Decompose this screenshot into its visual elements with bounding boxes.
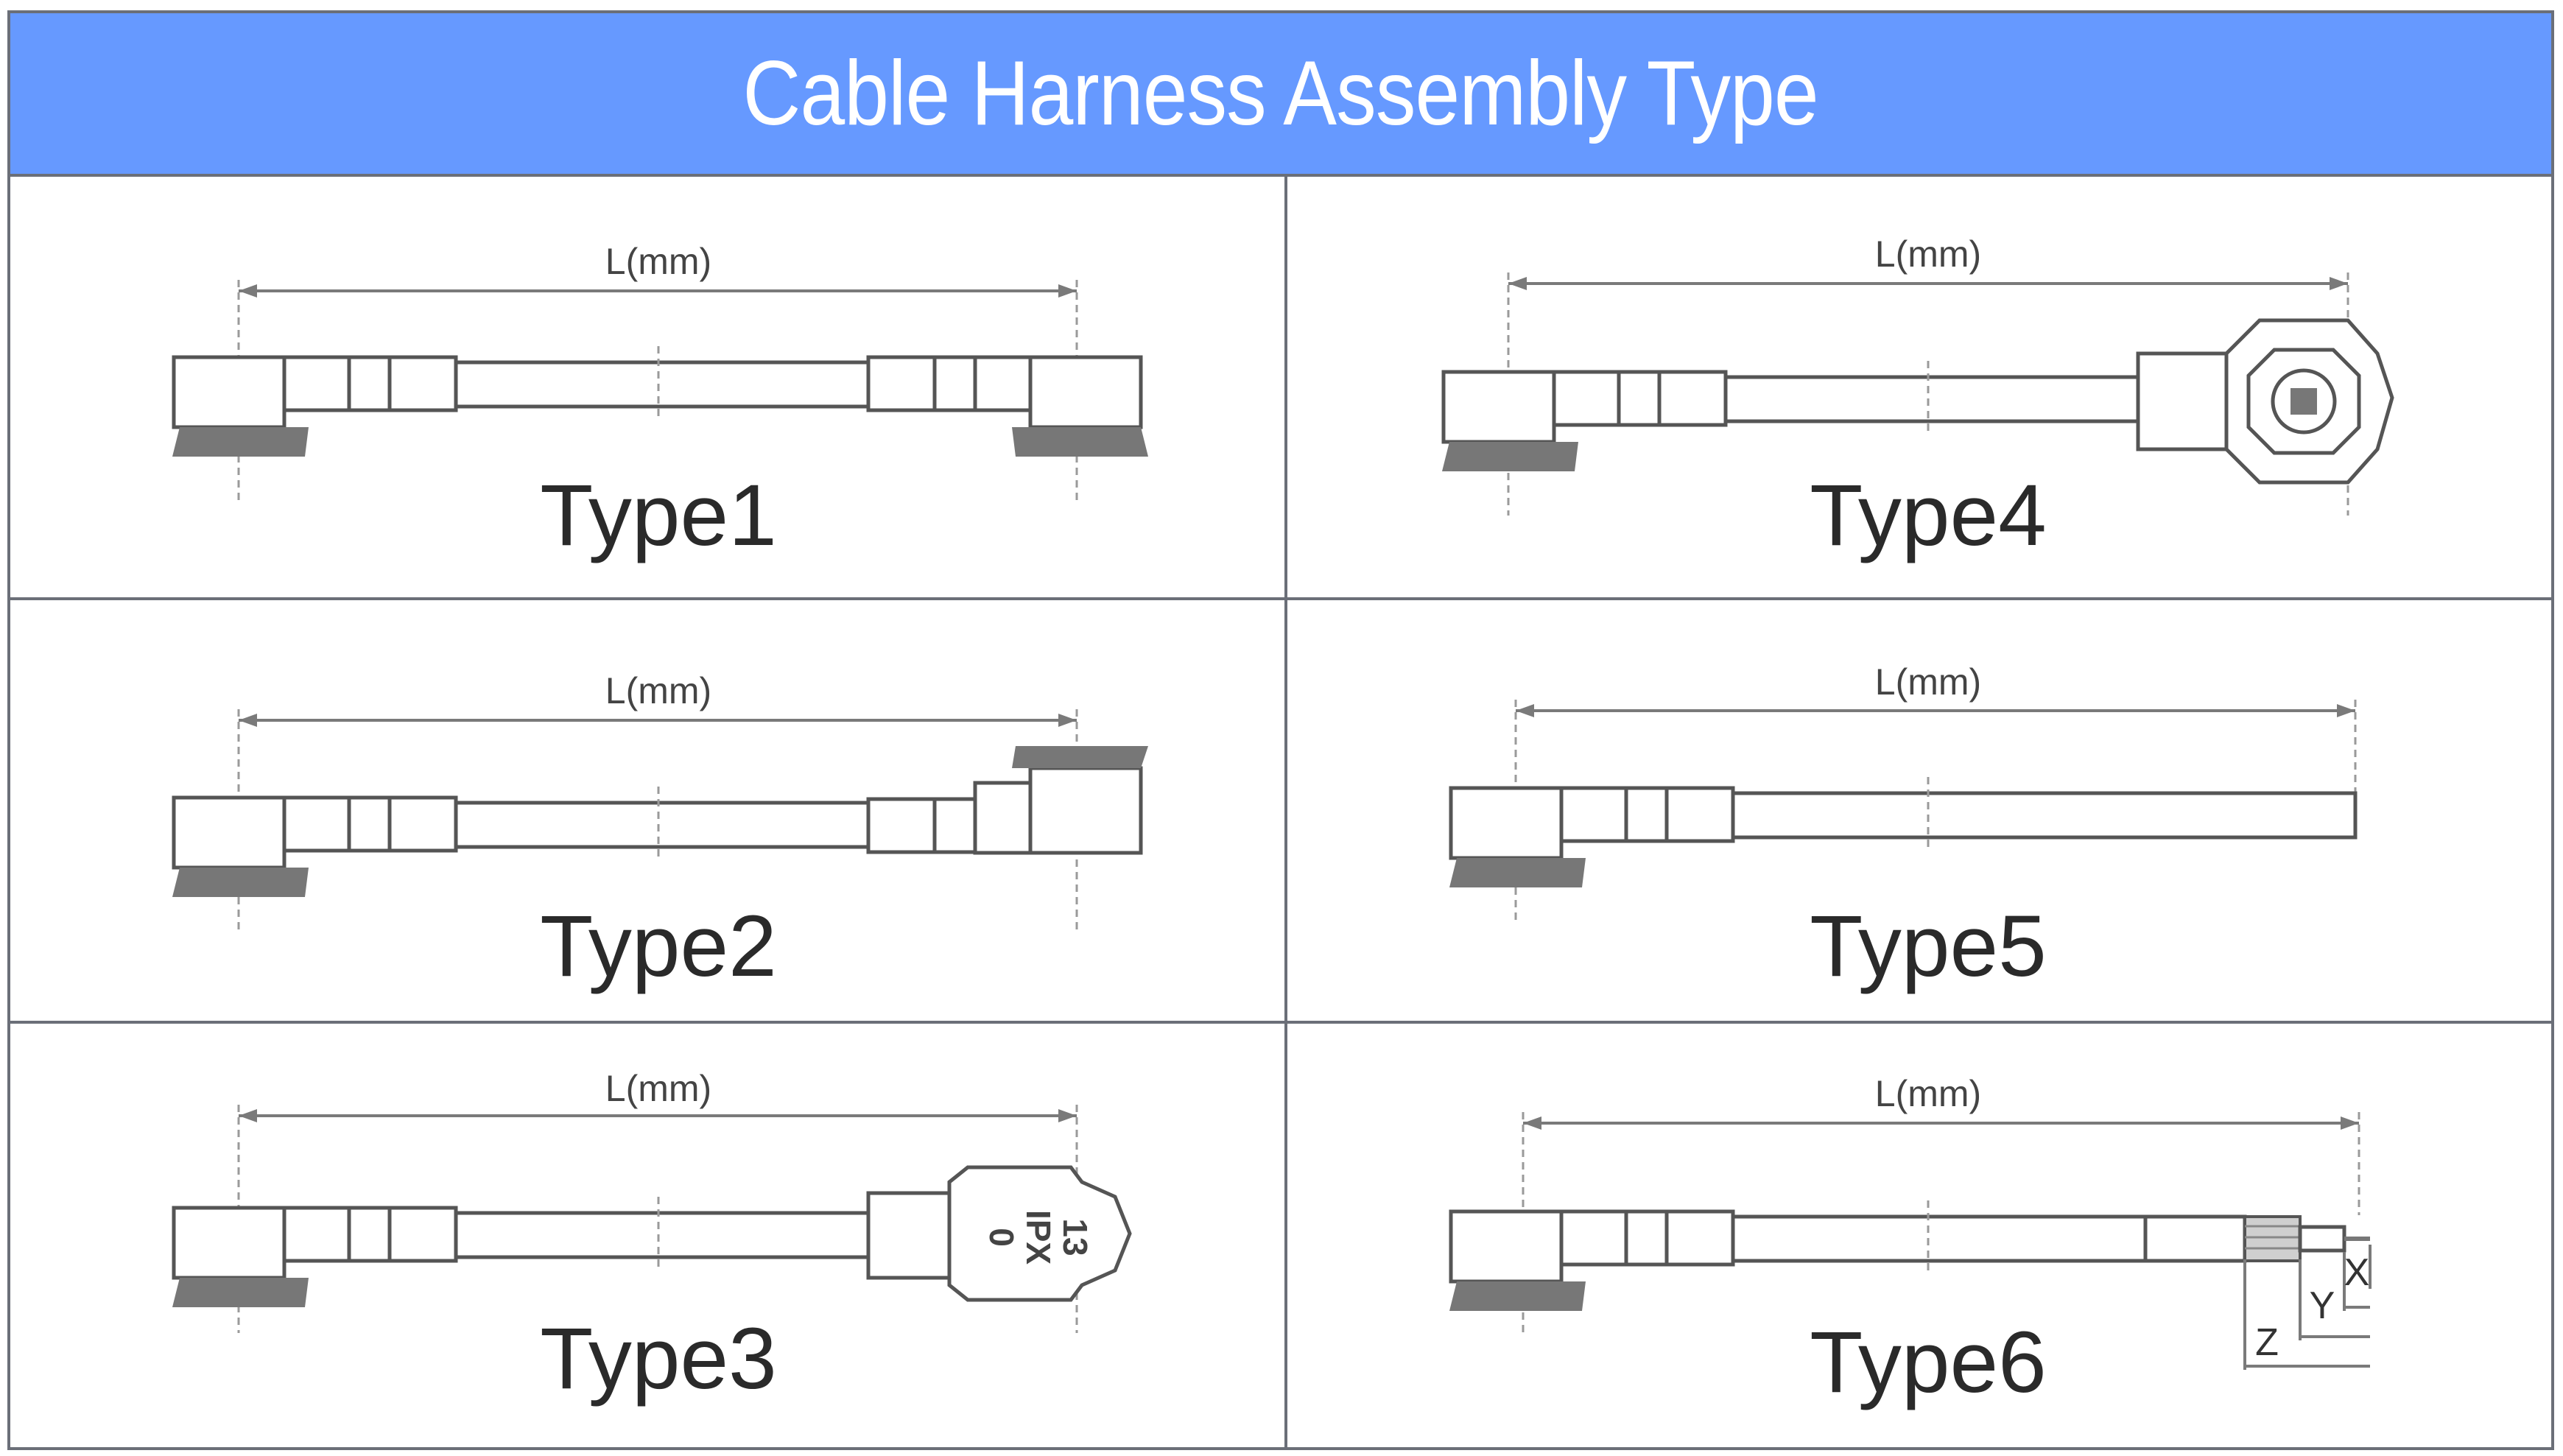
type4-drawing: L(mm)	[1441, 233, 2394, 564]
arrowhead	[1508, 277, 1527, 290]
type5-label: Type5	[1810, 898, 2046, 995]
arrowhead	[239, 714, 257, 727]
type6-label: Type6	[1810, 1314, 2046, 1411]
type2-cell: L(mm)	[10, 600, 1287, 1024]
page-title: Cable Harness Assembly Type	[742, 43, 1819, 144]
left-connector	[1441, 370, 1728, 471]
type-grid: L(mm)	[10, 177, 2551, 1447]
arrowhead	[239, 1109, 257, 1122]
left-connector	[172, 355, 458, 457]
type4-label: Type4	[1810, 467, 2046, 564]
arrowhead	[1516, 704, 1534, 717]
cable	[1723, 375, 2140, 423]
arrowhead	[1058, 1109, 1077, 1122]
marking-0: 0	[982, 1228, 1021, 1247]
type1-cell: L(mm)	[10, 177, 1287, 600]
cable	[454, 801, 871, 849]
type3-label: Type3	[540, 1310, 776, 1407]
stripped-cable-end	[2143, 1214, 2372, 1370]
arrowhead	[2341, 1116, 2359, 1130]
left-connector	[172, 1206, 458, 1307]
type3-cell: L(mm) 13 IPX	[10, 1024, 1287, 1447]
type3-drawing: L(mm) 13 IPX	[172, 1068, 1132, 1407]
flipped-connector	[866, 746, 1148, 855]
type4-length-label: L(mm)	[1875, 233, 1981, 275]
ipx-connector: 13 IPX 0	[866, 1165, 1132, 1302]
marking-13: 13	[1056, 1218, 1094, 1256]
type1-drawing: L(mm)	[172, 241, 1148, 564]
arrowhead	[239, 284, 257, 298]
type3-length-label: L(mm)	[605, 1068, 711, 1109]
left-connector	[172, 795, 458, 897]
right-connector	[866, 355, 1148, 457]
strip-label-z: Z	[2255, 1321, 2279, 1364]
marking-ipx: IPX	[1019, 1210, 1058, 1265]
type6-length-label: L(mm)	[1875, 1073, 1981, 1114]
type6-drawing: L(mm)	[1449, 1073, 2372, 1411]
arrowhead	[2330, 277, 2348, 290]
type1-label: Type1	[540, 467, 776, 564]
strip-label-y: Y	[2310, 1284, 2335, 1327]
type5-cell: L(mm) Type5	[1287, 600, 2551, 1024]
right-angle-connector	[2136, 318, 2394, 485]
strip-label-x: X	[2344, 1251, 2370, 1294]
type2-label: Type2	[540, 898, 776, 995]
header-bar: Cable Harness Assembly Type	[10, 13, 2551, 177]
type4-cell: L(mm)	[1287, 177, 2551, 600]
cable	[454, 1211, 871, 1259]
type6-cell: L(mm)	[1287, 1024, 2551, 1447]
cable	[454, 360, 871, 409]
diagram-frame: Cable Harness Assembly Type L(mm)	[7, 10, 2554, 1450]
arrowhead	[1058, 284, 1077, 298]
cable	[1731, 791, 2358, 840]
left-connector	[1449, 1209, 1735, 1311]
arrowhead	[1523, 1116, 1541, 1130]
cable	[1731, 1214, 2148, 1263]
type2-length-label: L(mm)	[605, 670, 711, 711]
left-connector	[1449, 786, 1735, 887]
type5-drawing: L(mm) Type5	[1449, 661, 2358, 995]
type2-drawing: L(mm)	[172, 670, 1148, 995]
arrowhead	[1058, 714, 1077, 727]
type1-length-label: L(mm)	[605, 241, 711, 282]
arrowhead	[2337, 704, 2355, 717]
type5-length-label: L(mm)	[1875, 661, 1981, 703]
